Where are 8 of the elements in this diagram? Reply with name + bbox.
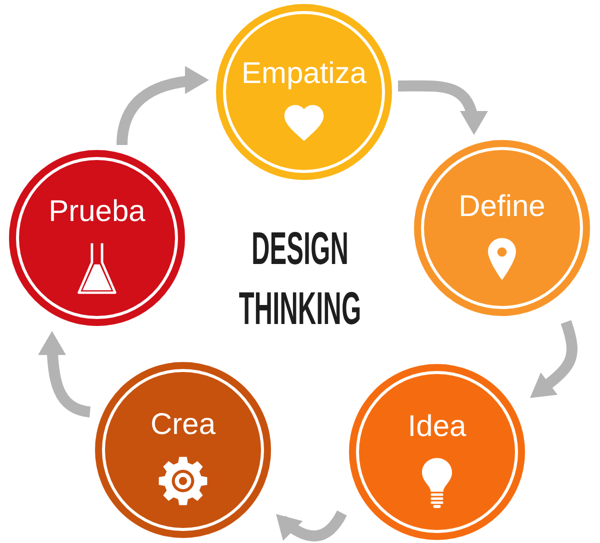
curved-arrow [116,66,210,146]
curved-arrow [398,80,487,136]
stage-label: Crea [150,410,216,440]
stage-label: Define [458,192,546,222]
stage-label: Empatiza [241,59,367,89]
stage-label: Prueba [48,197,146,227]
stage-label: Idea [408,412,466,442]
diagram-title: DESIGN THINKING [238,221,362,336]
